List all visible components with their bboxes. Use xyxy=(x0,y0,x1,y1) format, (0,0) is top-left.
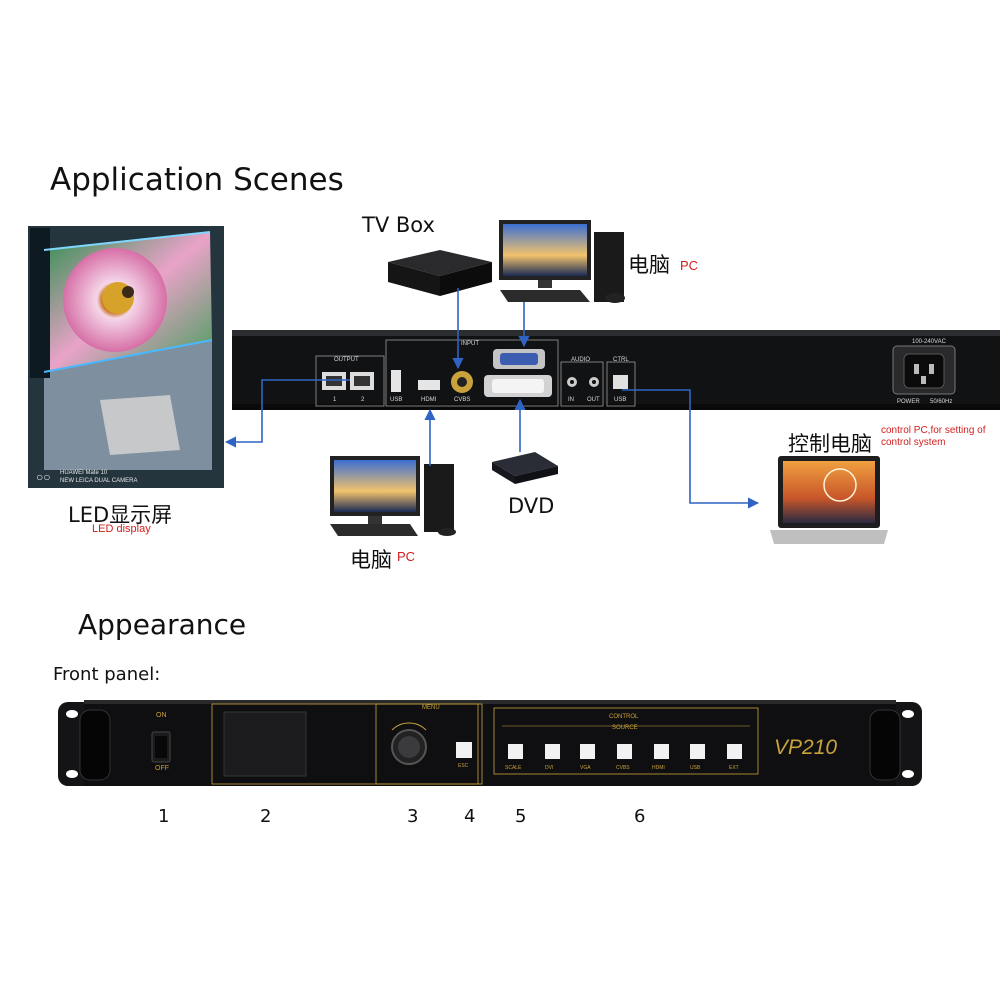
top-pc-label-cn: 电脑 xyxy=(628,253,670,277)
dvi-label: DVI xyxy=(545,765,554,771)
callout-2: 2 xyxy=(260,806,272,827)
power-off-label: OFF xyxy=(155,765,169,772)
led-display-label-en: LED display xyxy=(92,523,151,535)
power-switch[interactable] xyxy=(152,732,170,762)
usb-button[interactable] xyxy=(690,744,705,759)
top-pc-device xyxy=(499,220,625,303)
dvi-button[interactable] xyxy=(545,744,560,759)
power-label: POWER xyxy=(897,399,920,405)
ctrl-label: CTRL xyxy=(613,357,629,363)
ext-label: EXT xyxy=(729,765,739,771)
control-pc-label-en: control PC,for setting of control system xyxy=(881,425,986,448)
application-scenes-heading: Application Scenes xyxy=(50,162,344,198)
esc-label: ESC xyxy=(458,763,469,769)
phone-watermark-line-1: HUAWEI Mate 10 xyxy=(60,470,108,476)
scale-label: SCALE xyxy=(505,765,522,771)
led-display-label-cn: LED显示屏 xyxy=(68,503,173,527)
connection-arrows xyxy=(224,288,760,509)
dvd-device xyxy=(492,452,558,484)
dvd-label: DVD xyxy=(508,494,555,518)
application-diagram xyxy=(28,220,1000,544)
input-cvbs-label: CVBS xyxy=(454,397,471,403)
output-port-1-label: 1 xyxy=(333,397,337,403)
scale-button[interactable] xyxy=(508,744,523,759)
audio-label: AUDIO xyxy=(571,357,591,363)
model-name: VP210 xyxy=(774,736,837,759)
callout-3: 3 xyxy=(407,806,419,827)
output-label: OUTPUT xyxy=(334,357,359,363)
front-panel-diagram: VP210 xyxy=(58,700,922,786)
hdmi-label: HDMI xyxy=(652,765,665,771)
camera-logo-icon: ○○ xyxy=(36,470,51,484)
cvbs-label: CVBS xyxy=(616,765,630,771)
callout-5: 5 xyxy=(515,806,527,827)
ctrl-usb-label: USB xyxy=(614,397,627,403)
laptop-device xyxy=(770,456,888,544)
callout-1: 1 xyxy=(158,806,170,827)
esc-button[interactable] xyxy=(456,742,472,758)
menu-label: MENU xyxy=(422,705,440,711)
led-display-photo xyxy=(28,226,224,488)
bottom-pc-label-en: PC xyxy=(397,549,416,564)
tv-box-device xyxy=(388,250,492,296)
voltage-label: 100-240VAC xyxy=(912,339,946,345)
source-label: SOURCE xyxy=(612,725,638,731)
callout-6: 6 xyxy=(634,806,646,827)
menu-knob[interactable] xyxy=(392,730,426,764)
bottom-pc-device xyxy=(330,456,456,536)
input-label: INPUT xyxy=(461,341,479,347)
input-usb-label: USB xyxy=(390,397,403,403)
power-on-label: ON xyxy=(156,712,167,719)
hdmi-button[interactable] xyxy=(654,744,669,759)
audio-in-label: IN xyxy=(568,397,574,403)
cvbs-button[interactable] xyxy=(617,744,632,759)
bottom-pc-label-cn: 电脑 xyxy=(350,548,392,572)
front-panel-heading: Front panel: xyxy=(53,664,161,685)
phone-watermark-line-2: NEW LEICA DUAL CAMERA xyxy=(60,478,138,484)
input-hdmi-label: HDMI xyxy=(421,397,437,403)
callout-4: 4 xyxy=(464,806,476,827)
control-pc-label-cn: 控制电脑 xyxy=(788,432,872,456)
frequency-label: 50/60Hz xyxy=(930,399,953,405)
ext-button[interactable] xyxy=(727,744,742,759)
vga-button[interactable] xyxy=(580,744,595,759)
rear-panel xyxy=(232,330,1000,410)
top-pc-label-en: PC xyxy=(680,258,699,273)
output-port-2-label: 2 xyxy=(361,397,365,403)
tv-box-label: TV Box xyxy=(362,213,435,237)
audio-out-label: OUT xyxy=(587,397,600,403)
vga-label: VGA xyxy=(580,765,591,771)
control-label: CONTROL xyxy=(609,714,639,720)
usb-label: USB xyxy=(690,765,701,771)
appearance-heading: Appearance xyxy=(78,608,247,641)
